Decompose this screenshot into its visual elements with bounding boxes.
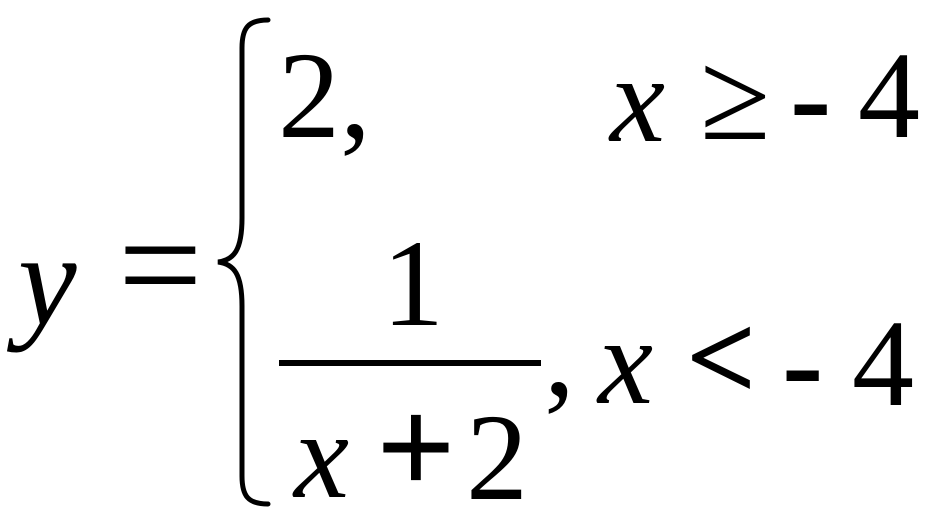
case1-condition-operator: ≥: [700, 25, 771, 167]
fraction-denominator-operator: +: [376, 370, 456, 525]
fraction-denominator-variable: x: [294, 387, 350, 524]
fraction-numerator: 1: [382, 215, 444, 352]
case2-condition-sign: -: [782, 295, 824, 432]
case2-condition-number: 4: [852, 295, 914, 432]
case1-value: 2,: [278, 27, 371, 164]
left-brace-icon: [217, 17, 271, 507]
case1-condition-number: 4: [858, 27, 920, 164]
fraction-bar: [279, 360, 541, 366]
case2-separator: ,: [544, 285, 575, 422]
fraction-denominator-number: 2: [466, 389, 528, 526]
case1-condition-sign: -: [790, 29, 832, 166]
case2-condition-operator: <: [686, 289, 757, 426]
case1-condition-variable: x: [610, 31, 666, 168]
case2-condition-variable: x: [598, 293, 654, 430]
lhs-variable: y: [18, 206, 77, 353]
equals-sign: =: [118, 182, 203, 348]
